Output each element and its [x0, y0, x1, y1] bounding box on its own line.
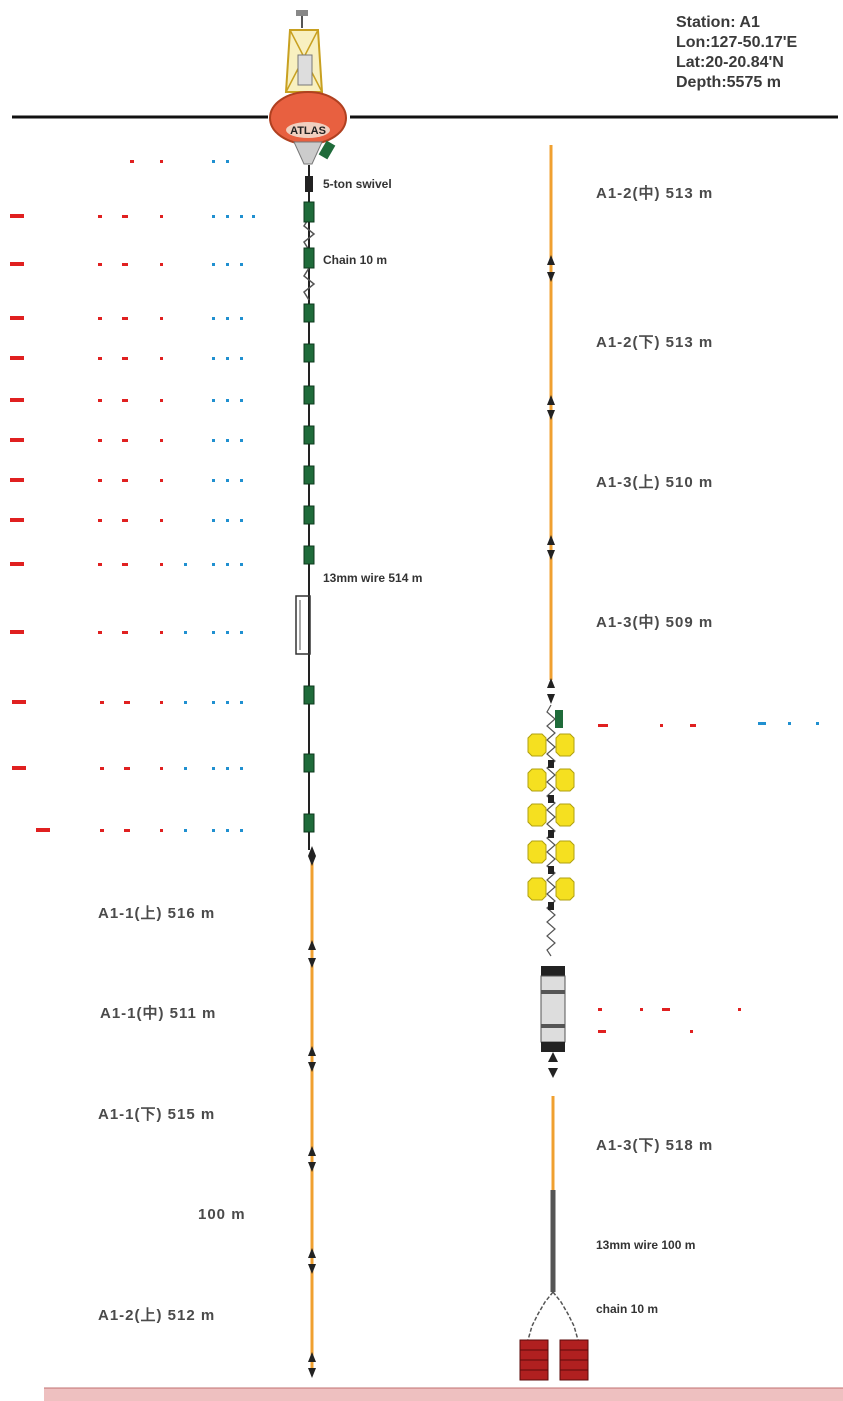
- segment-label: A1-3(上) 510 m: [596, 474, 714, 491]
- anchor-chain-left: [527, 1291, 554, 1341]
- segment-label: A1-1(下) 515 m: [98, 1106, 216, 1123]
- segment-label: A1-2(下) 513 m: [596, 334, 714, 351]
- station-depth: Depth:5575 m: [676, 74, 781, 91]
- anchor-weights: [519, 1339, 589, 1381]
- anchor-chain-right: [552, 1291, 579, 1341]
- segment-label: A1-2(中) 513 m: [596, 185, 714, 202]
- surface-buoy: ATLAS: [269, 10, 347, 165]
- segment-label: A1-3(中) 509 m: [596, 614, 714, 631]
- swivel: [305, 176, 313, 192]
- station-name: Station: A1: [676, 14, 760, 31]
- segment-label: 100 m: [198, 1206, 246, 1223]
- seabed: [44, 1388, 843, 1401]
- chain-segment: [303, 267, 316, 301]
- right-wire-label: 13mm wire 100 m: [596, 1238, 696, 1252]
- right-chain-label: chain 10 m: [596, 1302, 659, 1316]
- chain-label: Chain 10 m: [323, 253, 388, 267]
- chain-segment: [303, 217, 316, 251]
- float-cluster: [527, 733, 575, 901]
- swivel-label: 5-ton swivel: [323, 177, 392, 191]
- instrument-group: [303, 201, 315, 833]
- instrument-labels: [10, 160, 255, 832]
- acoustic-release: [540, 966, 566, 1078]
- wire-label: 13mm wire 514 m: [323, 571, 423, 585]
- segment-label: A1-2(上) 512 m: [98, 1307, 216, 1324]
- shackle-markers: [547, 255, 555, 704]
- segment-label: A1-1(上) 516 m: [98, 905, 216, 922]
- segment-label: A1-1(中) 511 m: [100, 1005, 217, 1022]
- station-lat: Lat:20-20.84'N: [676, 54, 784, 71]
- station-lon: Lon:127-50.17'E: [676, 34, 798, 51]
- instrument: [555, 710, 563, 728]
- chain-segment: [546, 704, 556, 957]
- shackle-markers: [308, 846, 316, 1378]
- instrument-frame: [295, 595, 311, 655]
- buoy-label: ATLAS: [290, 125, 326, 137]
- segment-label: A1-3(下) 518 m: [596, 1137, 714, 1154]
- release-labels: [598, 724, 741, 1033]
